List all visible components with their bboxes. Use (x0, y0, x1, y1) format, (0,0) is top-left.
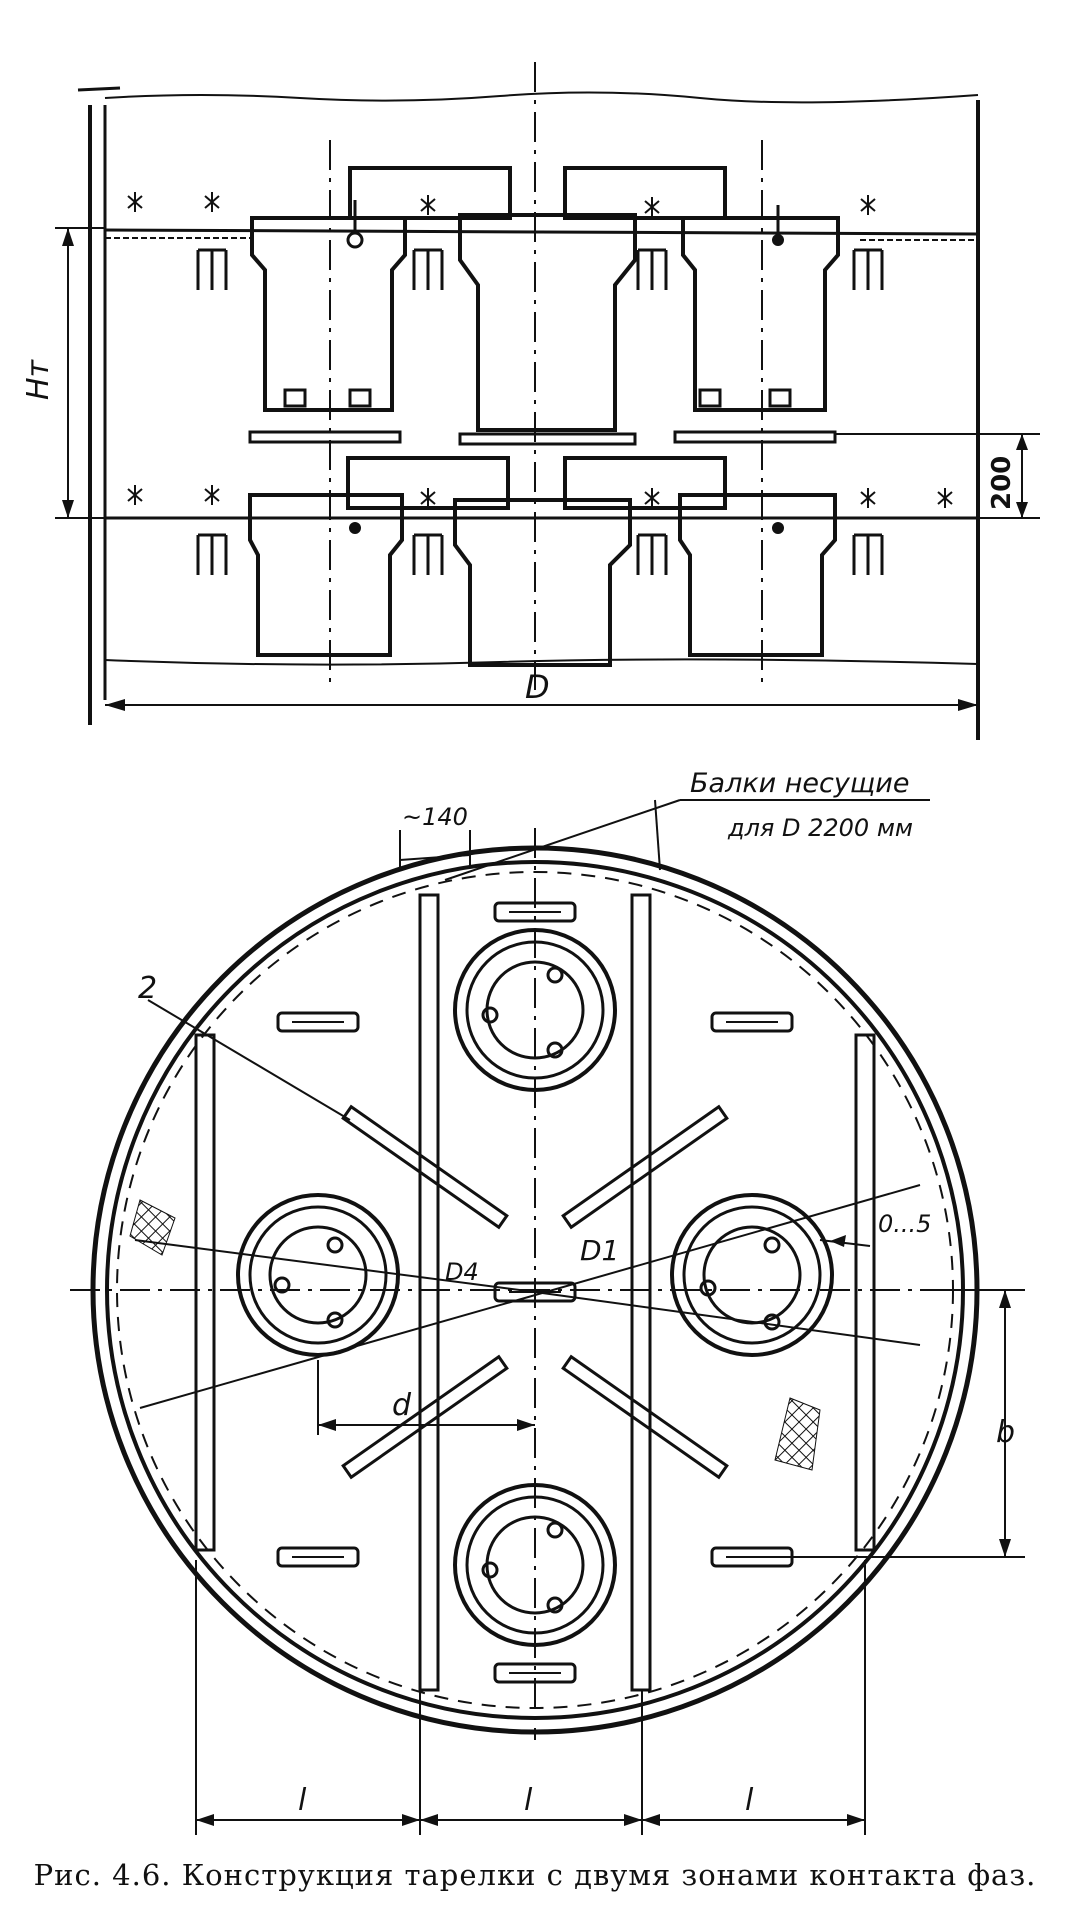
dim-140-label: ~140 (402, 803, 468, 831)
d4-label: D4 (445, 1258, 479, 1286)
plan-view (70, 799, 1025, 1835)
plan-cap-top (453, 928, 617, 1092)
d-label: d (392, 1388, 412, 1423)
elevation-view (55, 62, 1040, 740)
callout-2-label: 2 (138, 971, 157, 1006)
b-label: b (996, 1415, 1015, 1450)
plan-cap-right (670, 1193, 834, 1357)
height-200-label: 200 (987, 456, 1017, 510)
tray-spacing-label: Hт (21, 358, 56, 400)
gap-label: 0...5 (878, 1210, 931, 1238)
plan-cap-bottom (453, 1483, 617, 1647)
l-label-2: l (524, 1783, 533, 1818)
l-label-3: l (745, 1783, 754, 1818)
figure-caption: Рис. 4.6. Конструкция тарелки с двумя зо… (33, 1858, 1037, 1892)
d1-label: D1 (580, 1234, 619, 1267)
beams-label-line1: Балки несущие (690, 768, 909, 799)
diameter-label: D (525, 668, 550, 706)
beams-label-line2: для D 2200 мм (727, 814, 913, 842)
l-label-1: l (298, 1783, 307, 1818)
plan-cap-left (236, 1193, 400, 1357)
